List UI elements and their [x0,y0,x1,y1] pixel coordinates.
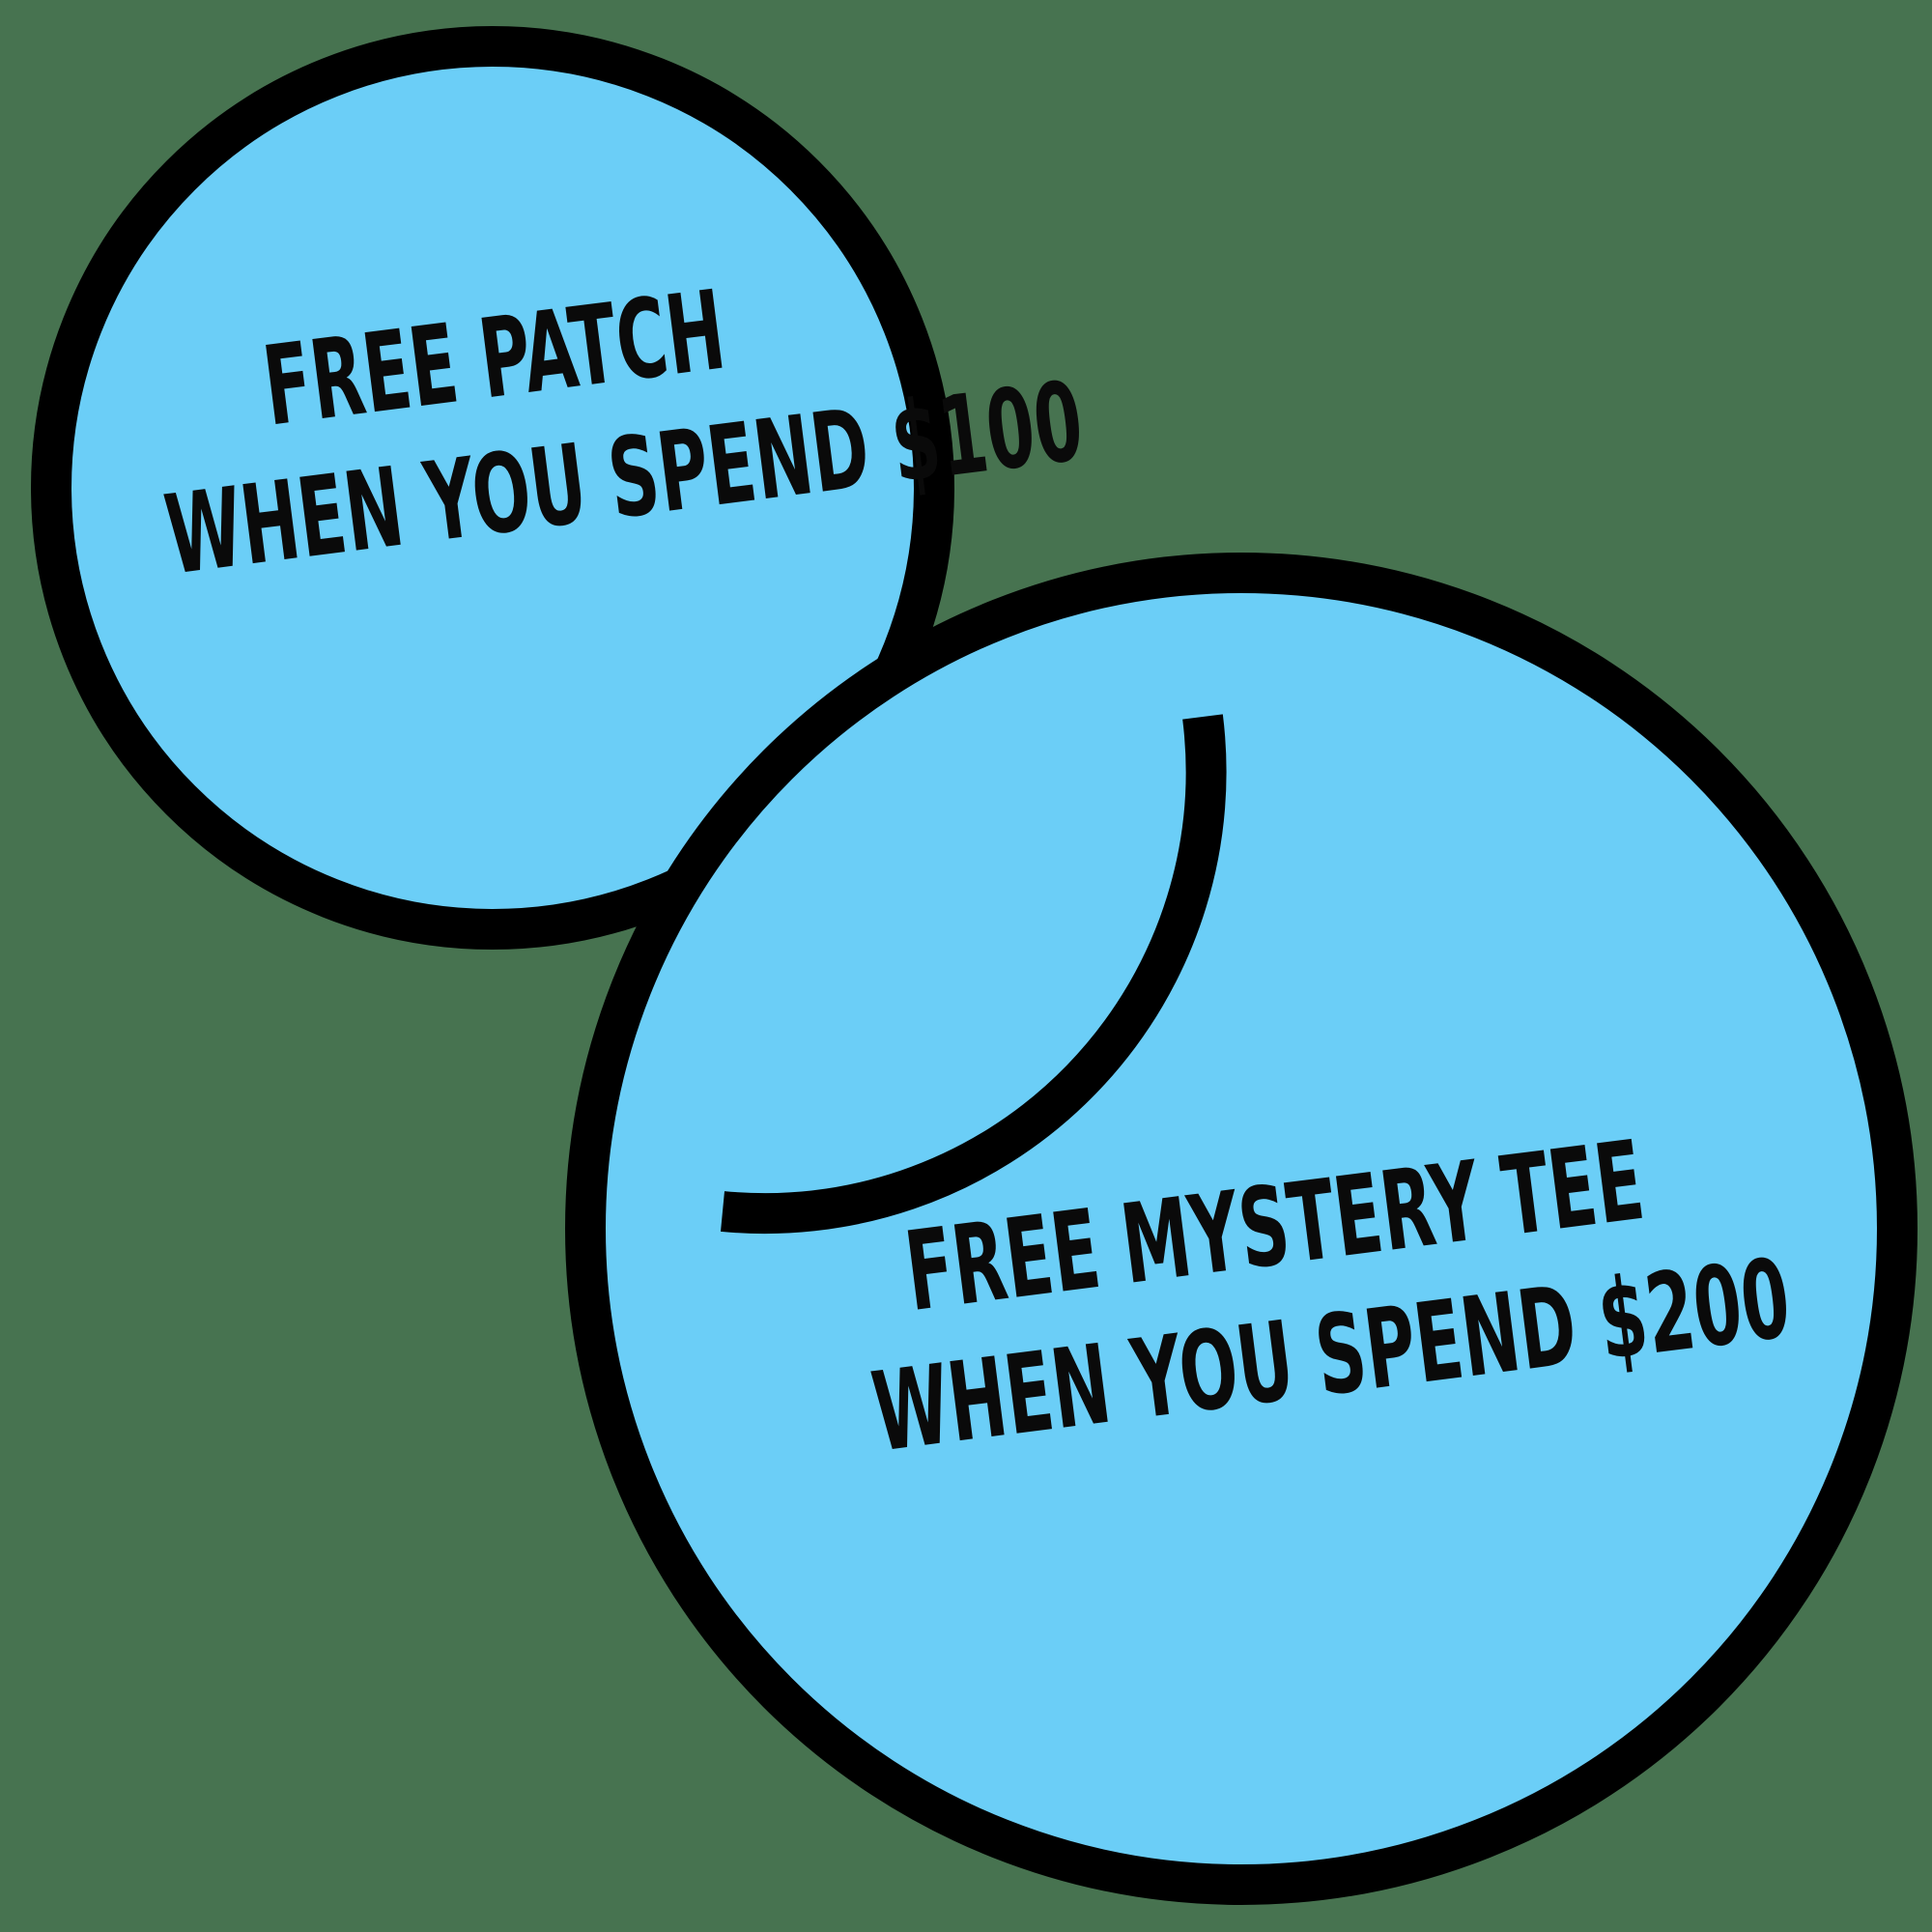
circle-free-mystery-tee[interactable] [565,553,1918,1905]
circle-free-patch[interactable] [31,26,954,950]
overlap-arc-free-patch [721,714,1227,1235]
